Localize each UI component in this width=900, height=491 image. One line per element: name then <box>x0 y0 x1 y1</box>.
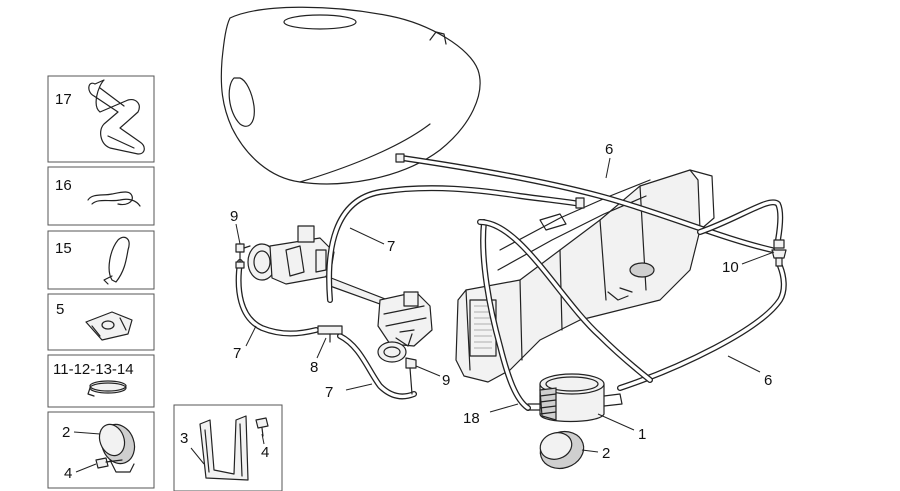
bolt-4-bracket <box>255 417 269 437</box>
clamp-2 <box>539 430 585 470</box>
hose-7-left <box>235 259 319 337</box>
frame-cap <box>629 262 655 278</box>
hose-end-fitting <box>395 153 405 163</box>
spring-clip-16 <box>87 191 141 207</box>
tank-recess <box>228 77 255 127</box>
canister-1 <box>527 373 623 423</box>
clamp-ring-2 <box>98 423 136 473</box>
tank-tab <box>429 31 447 45</box>
part-box-15: 15 <box>47 230 155 290</box>
hose-6-top <box>399 155 775 253</box>
hose-18 <box>480 219 531 411</box>
fitting-9-bottom <box>405 357 417 395</box>
tee-8 <box>317 325 343 343</box>
callout-7-upper: 7 <box>387 238 395 255</box>
bolt-4 <box>95 457 123 469</box>
label-box-bracket-3: 3 <box>180 430 188 447</box>
bracket-3 <box>199 415 249 481</box>
hose-joint-fitting <box>575 197 585 209</box>
part-box-bracket: 3 4 <box>173 404 283 491</box>
hose-6-upper-right <box>697 199 784 243</box>
label-15: 15 <box>55 240 72 257</box>
part-box-11-14: 11-12-13-14 <box>47 354 155 408</box>
callout-6-top: 6 <box>605 141 613 158</box>
fuel-tank <box>220 6 481 185</box>
part-box-17: 17 <box>47 75 155 163</box>
wire-clip-17 <box>88 79 145 155</box>
part-box-clamp: 2 4 <box>47 411 155 489</box>
label-11-14: 11-12-13-14 <box>53 361 134 378</box>
callout-18: 18 <box>463 410 480 427</box>
callout-2: 2 <box>602 445 610 462</box>
callout-8: 8 <box>310 359 318 376</box>
part-box-16: 16 <box>47 166 155 226</box>
airbox-frame-assembly <box>455 169 715 383</box>
label-16: 16 <box>55 177 72 194</box>
throttle-body-left <box>247 225 335 285</box>
callout-6-right: 6 <box>764 372 772 389</box>
label-5: 5 <box>56 301 64 318</box>
callout-7-lower: 7 <box>325 384 333 401</box>
cable-tie-15 <box>108 236 130 283</box>
label-17: 17 <box>55 91 72 108</box>
hose-7-upper <box>326 185 583 303</box>
throttle-body-right <box>377 291 433 363</box>
callout-10: 10 <box>722 259 739 276</box>
label-box-clamp-4: 4 <box>64 465 72 482</box>
hose-7-lower <box>337 333 417 400</box>
hose-6-right <box>617 263 787 391</box>
callout-1: 1 <box>638 426 646 443</box>
label-box-bracket-4: 4 <box>261 444 269 461</box>
hose-canister-loop <box>477 219 653 383</box>
callout-9-bottom: 9 <box>442 372 450 389</box>
fitting-9-top <box>235 243 251 269</box>
callout-9-top: 9 <box>230 208 238 225</box>
callout-7-left: 7 <box>233 345 241 362</box>
fuel-filler <box>283 14 357 30</box>
valve-10 <box>771 239 787 267</box>
part-box-5: 5 <box>47 293 155 351</box>
label-box-clamp-2: 2 <box>62 424 70 441</box>
